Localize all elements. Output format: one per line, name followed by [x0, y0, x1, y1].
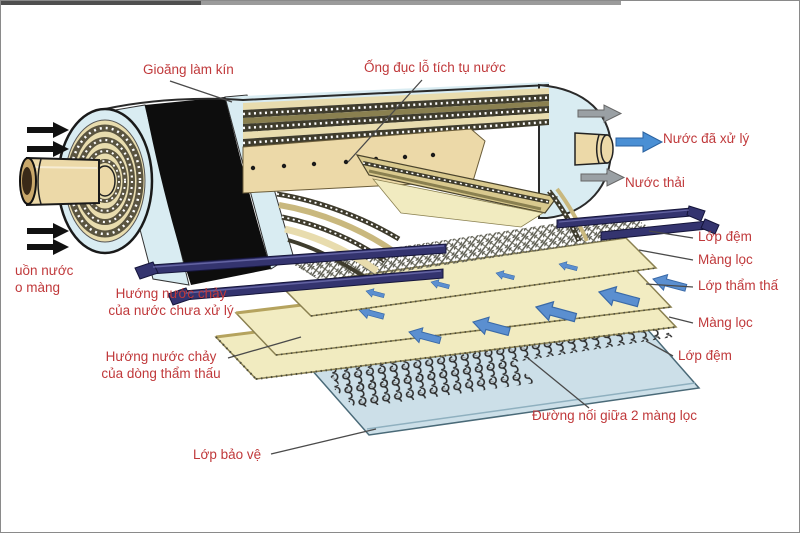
- label-lop-dem-tren: Lớp đệm: [698, 229, 752, 244]
- top-border-artifact: [201, 1, 621, 5]
- outlet-arrows: [577, 104, 664, 187]
- label-nguon-nuoc-line1: uồn nước: [15, 263, 74, 278]
- label-lop-tham-thau: Lớp thẩm thấ: [698, 278, 779, 293]
- unrolled-layers: [214, 213, 701, 436]
- label-huong-chua-line1: Hướng nước chảy: [115, 286, 227, 301]
- leader-lines: [169, 79, 694, 455]
- peeled-membrane-edge: [355, 154, 589, 243]
- seal-band: [145, 97, 271, 285]
- label-lop-bao-ve: Lớp bảo vệ: [193, 447, 262, 462]
- flow-rods: [134, 205, 720, 306]
- permeate-tube-right: [574, 132, 614, 166]
- mesh-spacer-layer: [291, 213, 659, 283]
- label-nguon-nuoc-line2: o màng: [15, 280, 61, 295]
- central-tube-left: [19, 156, 100, 207]
- label-huong-chua-line2: của nước chưa xử lý: [108, 303, 234, 318]
- label-huong-dong-tham-thau: Hướng nước chảy của dòng thẩm thấu: [86, 348, 236, 382]
- feed-arrow-icon: [27, 141, 69, 157]
- label-mang-loc-duoi: Màng lọc: [698, 315, 753, 330]
- label-mang-loc-tren: Màng lọc: [698, 252, 753, 267]
- label-gioang-lam-kin: Gioăng làm kín: [143, 62, 234, 77]
- label-huong-nuoc-chua-xu-ly: Hướng nước chảy của nước chưa xử lý: [96, 285, 246, 319]
- label-huong-tham-line2: của dòng thẩm thấu: [101, 366, 221, 381]
- feed-arrow-icon: [27, 239, 69, 255]
- feed-arrows: [27, 122, 69, 255]
- waste-arrow-icon: [580, 168, 626, 187]
- label-lop-dem-duoi: Lớp đệm: [678, 348, 732, 363]
- treated-water-arrow-icon: [615, 131, 664, 153]
- feed-arrow-icon: [27, 223, 69, 239]
- membrane-cylinder: [19, 82, 614, 286]
- waste-arrow-icon: [577, 104, 623, 123]
- feed-arrow-icon: [27, 122, 69, 138]
- label-nuoc-thai: Nước thải: [625, 175, 685, 190]
- label-ong-duc-lo: Ống đục lỗ tích tụ nước: [364, 60, 506, 75]
- label-huong-tham-line1: Hướng nước chảy: [105, 349, 217, 364]
- label-nguon-nuoc: uồn nước o màng: [15, 262, 73, 296]
- label-nuoc-da-xu-ly: Nước đã xử lý: [663, 131, 750, 146]
- top-border-artifact: [1, 1, 201, 5]
- label-duong-noi: Đường nối giữa 2 màng lọc: [532, 408, 698, 423]
- rolled-membrane-stripes: [242, 88, 550, 147]
